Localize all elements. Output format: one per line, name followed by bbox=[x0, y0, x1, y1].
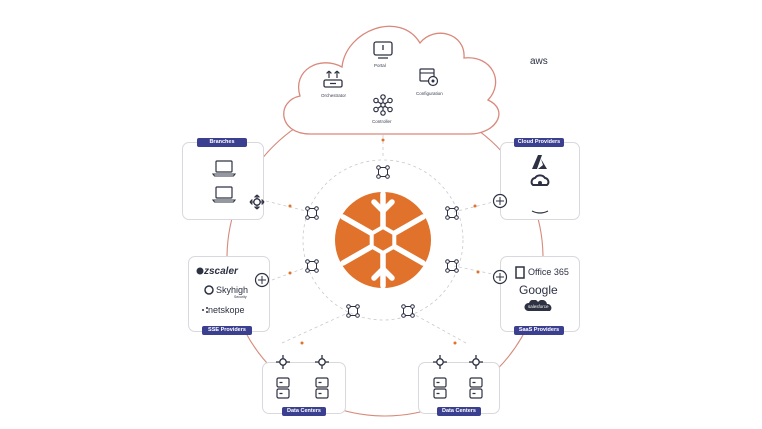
move-icon bbox=[249, 194, 265, 210]
connector-dots bbox=[288, 138, 480, 345]
center-logo bbox=[335, 191, 431, 289]
data-centers-left-badge: Data Centers bbox=[282, 407, 326, 416]
skyhigh-logo: Skyhigh bbox=[216, 285, 249, 295]
sse-providers-badge: SSE Providers bbox=[202, 326, 252, 335]
saas-providers-badge: SaaS Providers bbox=[514, 326, 564, 335]
configuration-label: Configuration bbox=[416, 91, 443, 96]
server-icon bbox=[315, 377, 329, 399]
skyhigh-mark-icon bbox=[204, 285, 214, 295]
netskope-mark-icon bbox=[202, 307, 208, 313]
move-icon bbox=[469, 355, 483, 369]
move-icon bbox=[276, 355, 290, 369]
skyhigh-sub: Security bbox=[234, 295, 247, 299]
configuration-icon bbox=[419, 68, 439, 87]
data-centers-left-box bbox=[262, 362, 346, 414]
edge-node-icon bbox=[445, 259, 459, 273]
edge-node-icon bbox=[305, 206, 319, 220]
google-logo: Google bbox=[519, 283, 558, 297]
orchestrator-icon bbox=[323, 70, 343, 88]
sse-marks bbox=[196, 267, 214, 313]
orchestrator-label: Orchestrator bbox=[321, 93, 347, 98]
branches-icons bbox=[211, 160, 237, 203]
server-icon bbox=[433, 377, 447, 399]
zscaler-logo: zscaler bbox=[204, 266, 238, 277]
office-365-logo: Office 365 bbox=[528, 267, 569, 277]
data-centers-right-box bbox=[418, 362, 500, 414]
zscaler-mark-icon bbox=[196, 267, 204, 275]
salesforce-logo: salesforce bbox=[528, 304, 549, 309]
branches-box bbox=[182, 142, 264, 220]
cloud-providers-badge: Cloud Providers bbox=[514, 138, 564, 147]
move-icon bbox=[433, 355, 447, 369]
portal-label: Portal bbox=[374, 63, 386, 68]
router-icon bbox=[492, 193, 508, 209]
router-icon bbox=[492, 269, 508, 285]
laptop-icon bbox=[211, 160, 237, 177]
netskope-logo: netskope bbox=[208, 305, 245, 315]
laptop-icon bbox=[211, 186, 237, 203]
cloud-provider-logos bbox=[530, 155, 550, 214]
edge-node-icon bbox=[305, 259, 319, 273]
salesforce-icon bbox=[524, 300, 552, 311]
controller-icon bbox=[373, 94, 393, 116]
data-center-left-icons bbox=[276, 355, 329, 399]
azure-icon bbox=[532, 155, 547, 169]
data-center-right-icons bbox=[433, 355, 483, 399]
server-icon bbox=[276, 377, 290, 399]
controller-label: Controller bbox=[372, 119, 392, 124]
data-centers-right-badge: Data Centers bbox=[437, 407, 481, 416]
branches-badge: Branches bbox=[197, 138, 247, 147]
server-icon bbox=[469, 377, 483, 399]
router-icon bbox=[254, 272, 270, 288]
portal-icon bbox=[373, 41, 393, 59]
office-icon bbox=[515, 266, 525, 279]
edge-node-icon bbox=[346, 304, 360, 318]
saas-providers-box bbox=[500, 256, 580, 332]
aws-logo: aws bbox=[530, 56, 548, 67]
move-icon bbox=[315, 355, 329, 369]
cloud-shape bbox=[283, 25, 500, 135]
edge-node-icon bbox=[445, 206, 459, 220]
gcp-icon bbox=[530, 174, 550, 186]
aws-smile-icon bbox=[531, 210, 549, 214]
edge-node-icon bbox=[376, 165, 390, 179]
inner-ring bbox=[302, 159, 464, 321]
